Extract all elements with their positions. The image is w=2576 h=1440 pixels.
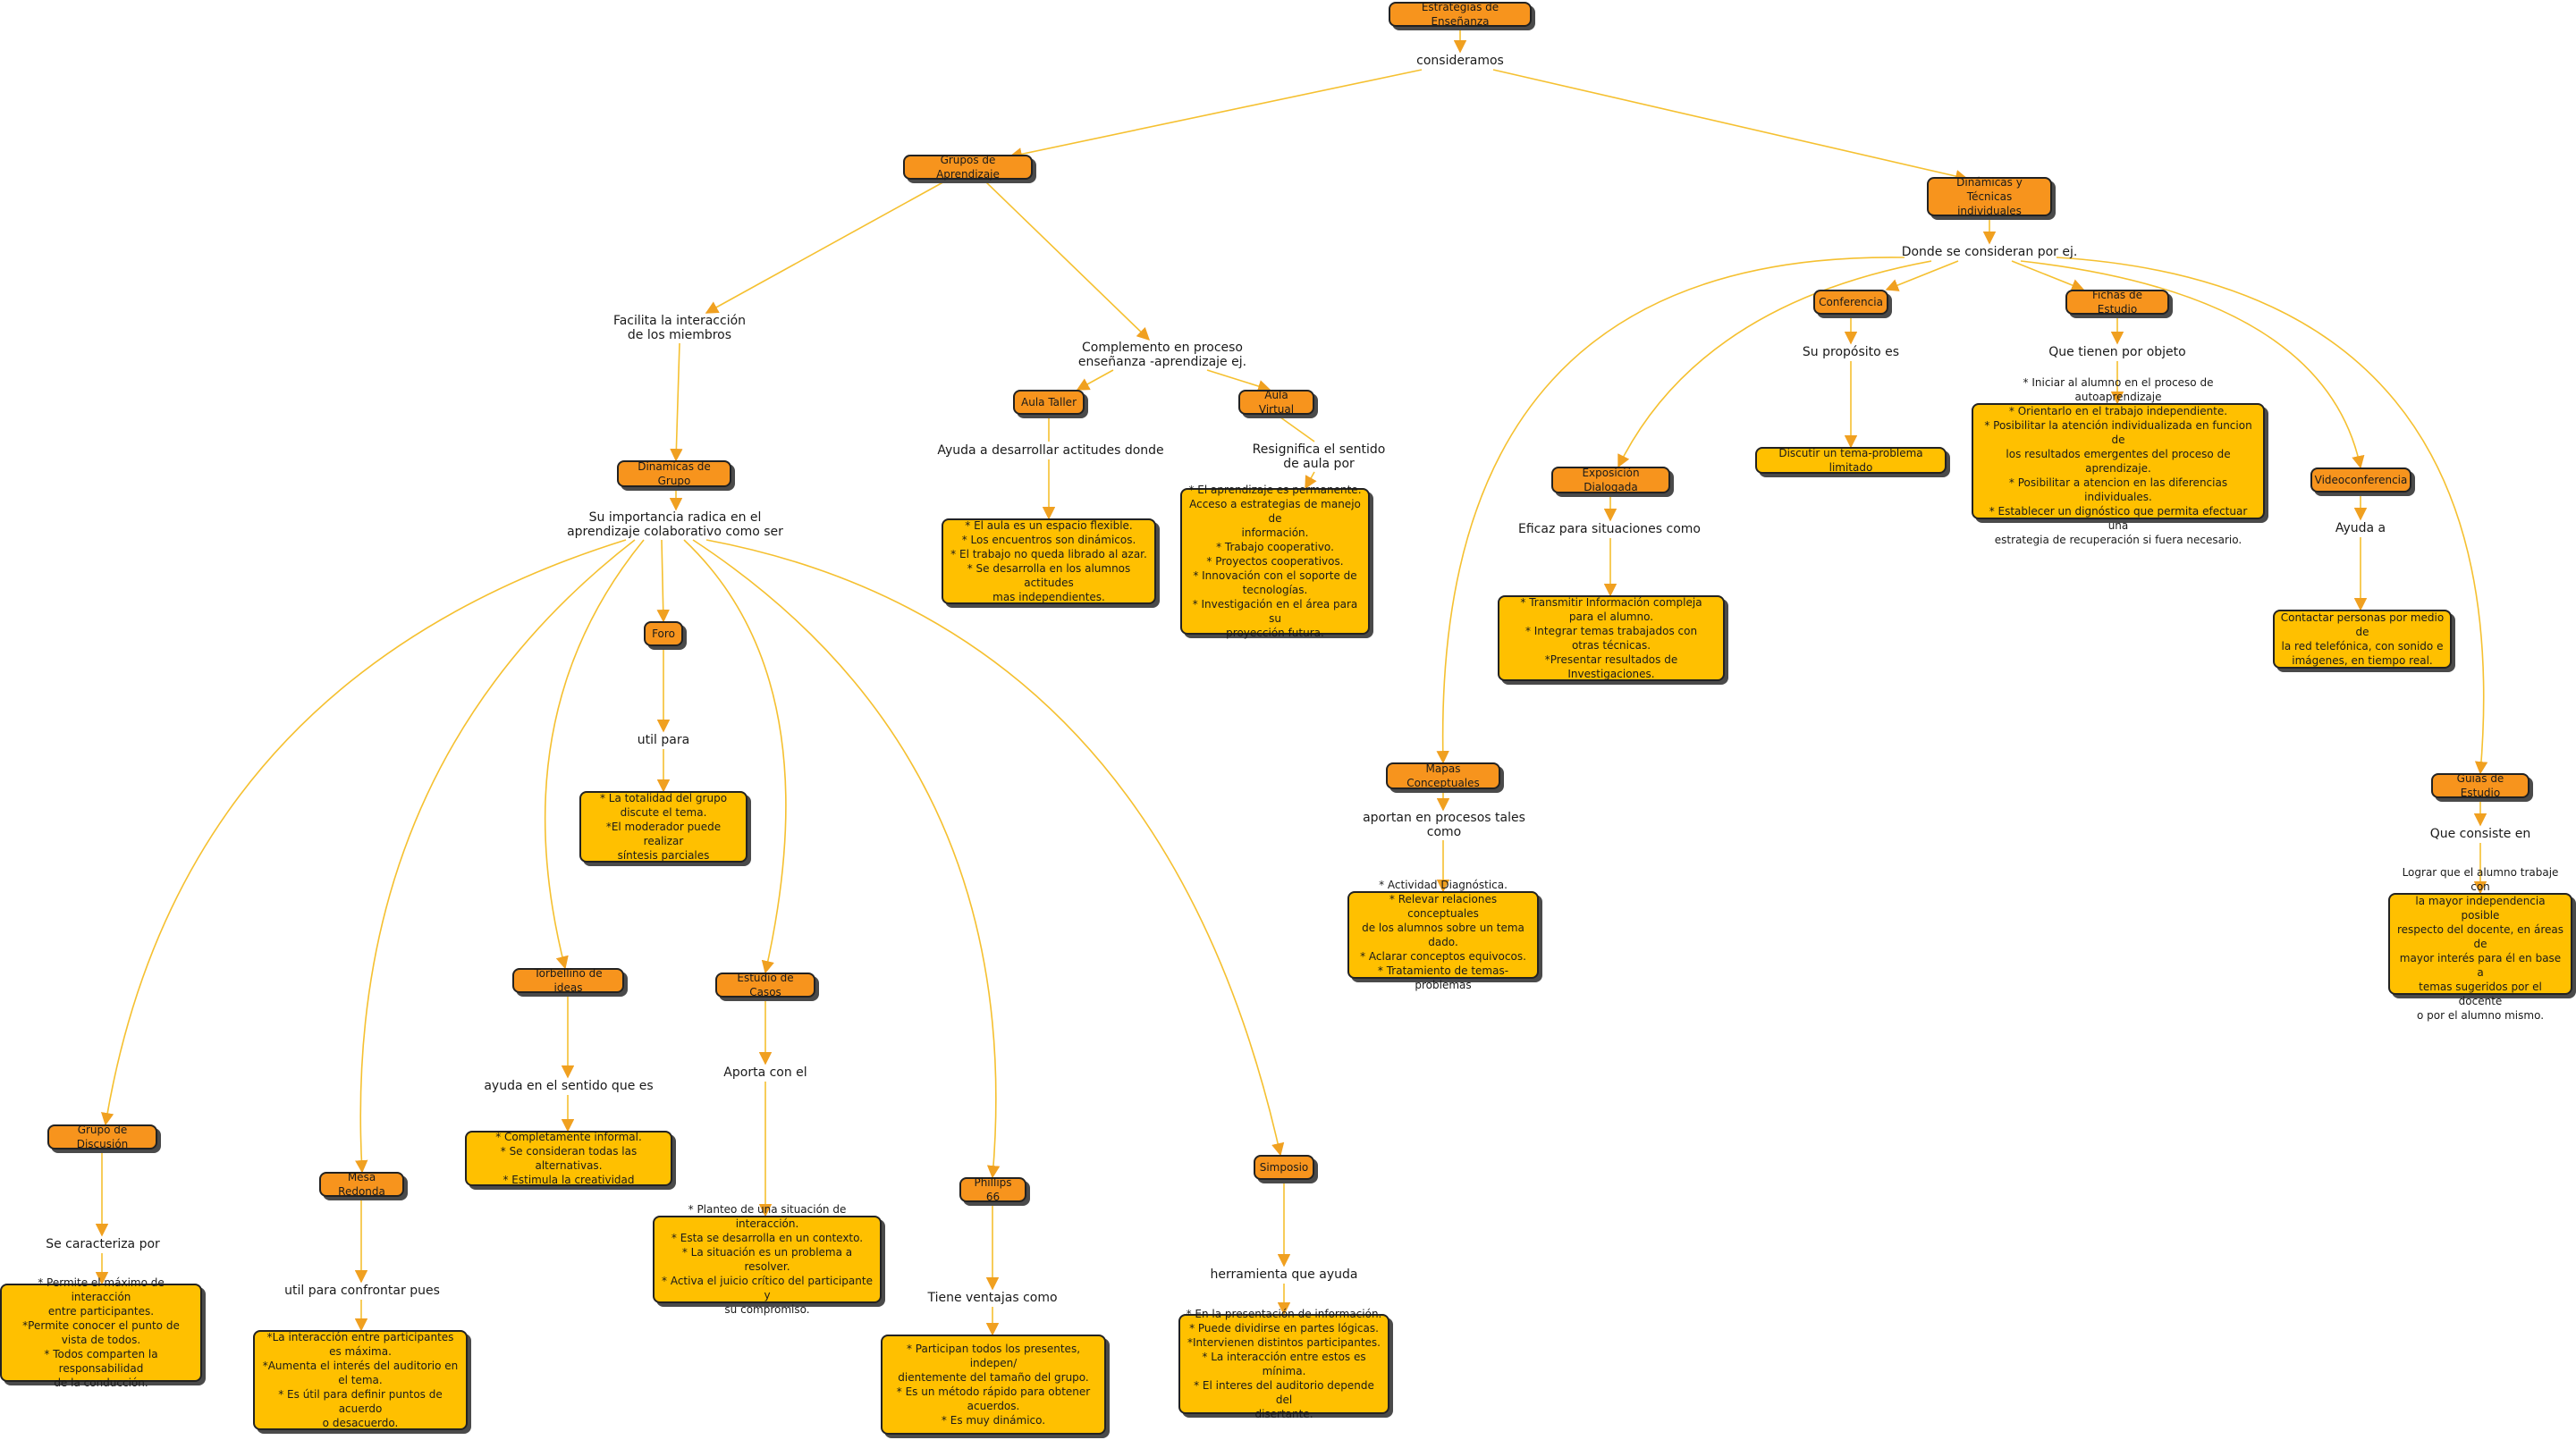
detail-conferencia[interactable]: Discutir un tema-problema limitado bbox=[1755, 447, 1947, 474]
link-donde-se-consideran: Donde se consideran por ej. bbox=[1901, 245, 2078, 259]
detail-phillips-66[interactable]: * Participan todos los presentes, indepe… bbox=[881, 1335, 1106, 1435]
node-grupos-aprendizaje[interactable]: Grupos de Aprendizaje bbox=[903, 154, 1033, 181]
connector-edge bbox=[670, 342, 683, 462]
connector-edge bbox=[101, 539, 627, 1126]
node-guias-estudio[interactable]: Guias de Estudio bbox=[2431, 772, 2530, 799]
connector-edge bbox=[1885, 260, 1959, 291]
detail-foro[interactable]: * La totalidad del grupo discute el tema… bbox=[579, 791, 747, 863]
node-dinamicas-grupo[interactable]: Dinamicas de Grupo bbox=[617, 460, 731, 487]
link-util-confrontar: util para confrontar pues bbox=[284, 1284, 440, 1298]
node-grupo-discusion[interactable]: Grupo de Discusión bbox=[47, 1124, 157, 1150]
connector-edge bbox=[656, 539, 670, 623]
connector-edge bbox=[1276, 414, 1315, 442]
node-simposio[interactable]: Simposio bbox=[1254, 1155, 1314, 1180]
link-herramienta-ayuda: herramienta que ayuda bbox=[1210, 1267, 1358, 1282]
detail-aula-taller[interactable]: * El aula es un espacio flexible. * Los … bbox=[942, 518, 1156, 604]
detail-fichas-estudio[interactable]: * Iniciar al alumno en el proceso de aut… bbox=[1972, 376, 2265, 546]
node-fichas-estudio[interactable]: Fichas de Estudio bbox=[2065, 289, 2169, 316]
node-aula-taller[interactable]: Aula Taller bbox=[1013, 390, 1085, 415]
connector-edge bbox=[1009, 69, 1423, 161]
link-ayuda-sentido: ayuda en el sentido que es bbox=[484, 1079, 654, 1093]
connector-edge bbox=[2011, 260, 2085, 291]
detail-guias-estudio[interactable]: Lograr que el alumno trabaje con la mayo… bbox=[2388, 866, 2572, 1022]
connector-edge bbox=[1492, 69, 1969, 183]
connector-edge bbox=[983, 179, 1151, 341]
detail-aula-virtual[interactable]: * El aprendizaje es permanente. Acceso a… bbox=[1180, 484, 1370, 639]
link-su-proposito: Su propósito es bbox=[1802, 345, 1900, 359]
connector-edge bbox=[683, 539, 787, 974]
detail-simposio[interactable]: * En la presentación de información. * P… bbox=[1178, 1308, 1389, 1420]
link-consideramos: consideramos bbox=[1416, 54, 1504, 68]
detail-mapas-conceptuales[interactable]: * Actividad Diagnóstica. * Relevar relac… bbox=[1347, 879, 1539, 991]
link-se-caracteriza: Se caracteriza por bbox=[46, 1237, 160, 1251]
node-videoconferencia[interactable]: Videoconferencia bbox=[2310, 467, 2411, 493]
link-util-para: util para bbox=[637, 733, 690, 747]
node-conferencia[interactable]: Conferencia bbox=[1813, 290, 1888, 315]
detail-videoconferencia[interactable]: Contactar personas por medio de la red t… bbox=[2273, 610, 2452, 669]
link-eficaz-situaciones: Eficaz para situaciones como bbox=[1518, 522, 1701, 536]
link-aporta-con: Aporta con el bbox=[723, 1065, 807, 1080]
detail-estudio-casos[interactable]: * Planteo de una situación de interacció… bbox=[653, 1203, 882, 1316]
node-estrategias-ensenanza[interactable]: Estrategias de Enseñanza bbox=[1389, 1, 1532, 28]
link-aportan-procesos: aportan en procesos tales como bbox=[1363, 811, 1525, 839]
detail-mesa-redonda[interactable]: *La interacción entre participantes es m… bbox=[253, 1330, 468, 1430]
connector-edge bbox=[1436, 257, 1905, 764]
node-estudio-casos[interactable]: Estudio de Casos bbox=[715, 972, 815, 998]
link-facilita-interaccion: Facilita la interacción de los miembros bbox=[612, 314, 747, 342]
link-resignifica-sentido: Resignifica el sentido de aula por bbox=[1252, 442, 1386, 471]
connector-edge bbox=[544, 539, 645, 970]
node-mesa-redonda[interactable]: Mesa Redonda bbox=[319, 1171, 404, 1198]
node-aula-virtual[interactable]: Aula Virtual bbox=[1238, 389, 1314, 416]
connector-edge bbox=[1076, 369, 1114, 391]
link-tiene-ventajas: Tiene ventajas como bbox=[927, 1291, 1058, 1305]
node-dinamicas-tecnicas-individuales[interactable]: Dinámicas y Técnicas individuales bbox=[1927, 176, 2052, 217]
connector-edge bbox=[1206, 369, 1271, 392]
link-complemento-proceso: Complemento en proceso enseñanza -aprend… bbox=[1077, 341, 1247, 369]
node-foro[interactable]: Foro bbox=[644, 621, 683, 646]
node-phillips-66[interactable]: Phillips 66 bbox=[959, 1176, 1026, 1203]
detail-torbellino[interactable]: * Completamente informal. * Se considera… bbox=[465, 1131, 672, 1186]
link-ayuda-desarrollar: Ayuda a desarrollar actitudes donde bbox=[937, 443, 1164, 458]
node-mapas-conceptuales[interactable]: Mapas Conceptuales bbox=[1386, 762, 1500, 789]
node-torbellino-ideas[interactable]: Torbellino de ideas bbox=[512, 967, 624, 994]
connector-edge bbox=[705, 179, 949, 314]
node-exposicion-dialogada[interactable]: Exposición Dialogada bbox=[1551, 467, 1670, 493]
link-que-consiste: Que consiste en bbox=[2429, 827, 2531, 841]
detail-exposicion-dialogada[interactable]: * Transmitir Información compleja para e… bbox=[1498, 595, 1725, 681]
link-que-tienen-objeto: Que tienen por objeto bbox=[2048, 345, 2186, 359]
link-ayuda-a: Ayuda a bbox=[2335, 521, 2386, 535]
link-su-importancia: Su importancia radica en el aprendizaje … bbox=[567, 510, 783, 539]
detail-grupo-discusion[interactable]: * Permite el máximo de interacción entre… bbox=[0, 1276, 202, 1389]
